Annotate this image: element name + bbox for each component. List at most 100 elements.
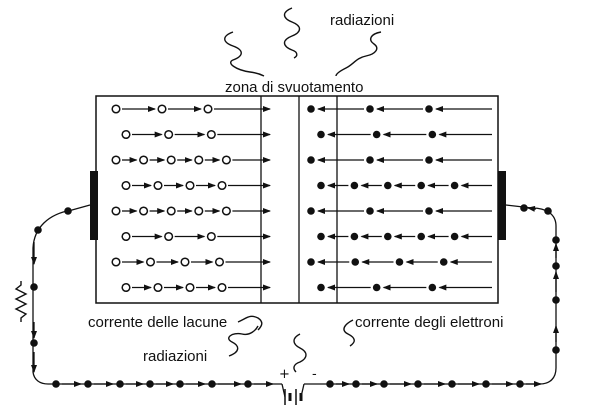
electron-icon — [450, 232, 459, 241]
hole-icon — [221, 155, 231, 165]
electron-icon — [317, 232, 325, 241]
electron-icon — [307, 207, 315, 215]
electron-icon — [552, 346, 560, 354]
electron-icon — [384, 232, 392, 241]
hole-icon — [111, 206, 121, 216]
electron-icon — [520, 204, 528, 212]
electron-icon — [552, 262, 560, 270]
electron-icon — [351, 258, 360, 266]
hole-icon — [111, 257, 121, 267]
electron-icon — [30, 283, 38, 291]
electron-icon — [366, 156, 374, 164]
carrier-row — [111, 155, 492, 165]
radiation-wave-icon — [228, 325, 259, 357]
electron-current-label: corrente degli elettroni — [355, 314, 503, 331]
circuit-wire — [32, 204, 557, 385]
electron-icon — [384, 181, 392, 190]
hole-icon — [221, 206, 231, 216]
electron-icon — [34, 226, 42, 234]
electron-icon — [425, 105, 433, 113]
electron-icon — [146, 380, 154, 388]
top-radiation-label: radiazioni — [330, 12, 394, 29]
hole-icon — [166, 206, 176, 216]
hole-icon — [164, 231, 174, 242]
arrow-icon — [527, 205, 537, 212]
external-circuit — [30, 204, 560, 398]
radiation-wave-icon — [283, 7, 301, 59]
electron-icon — [372, 283, 381, 292]
electron-current-pointer-wave — [343, 319, 355, 347]
radiation-wave-icon — [335, 31, 382, 77]
hole-icon — [153, 282, 163, 293]
depletion-zone-label: zona di svuotamento — [225, 79, 363, 96]
hole-icon — [180, 257, 190, 267]
electron-icon — [428, 283, 437, 292]
electron-icon — [317, 130, 325, 139]
electron-icon — [116, 380, 124, 388]
electron-icon — [425, 156, 433, 164]
charge-carrier-rows — [111, 104, 492, 293]
electron-icon — [176, 380, 184, 388]
electron-icon — [425, 207, 433, 215]
resistor-icon — [14, 281, 28, 322]
hole-current-label: corrente delle lacune — [88, 314, 227, 331]
electron-icon — [307, 258, 315, 266]
bottom-radiation-label: radiazioni — [143, 348, 207, 365]
hole-icon — [121, 129, 131, 140]
left-electrode — [90, 171, 98, 240]
electron-icon — [244, 380, 252, 388]
electron-icon — [395, 258, 404, 266]
carrier-row — [111, 104, 492, 114]
hole-icon — [194, 206, 204, 216]
carrier-row — [121, 180, 492, 191]
battery-minus-sign: - — [312, 367, 317, 382]
electron-icon — [428, 130, 437, 139]
electron-icon — [307, 156, 315, 164]
carrier-row — [121, 282, 492, 293]
electron-icon — [417, 232, 426, 241]
electron-icon — [208, 380, 216, 388]
hole-icon — [203, 104, 213, 114]
hole-icon — [145, 257, 156, 267]
carrier-row — [111, 206, 492, 216]
hole-icon — [157, 104, 167, 114]
semiconductor-block — [95, 95, 499, 304]
hole-icon — [206, 129, 216, 140]
electron-icon — [366, 207, 374, 215]
electron-icon — [52, 380, 60, 388]
electron-icon — [544, 207, 552, 215]
hole-icon — [217, 282, 227, 293]
hole-icon — [153, 180, 163, 191]
battery-plus-sign: + — [279, 367, 290, 382]
hole-icon — [121, 180, 131, 191]
electron-icon — [516, 380, 524, 388]
electron-icon — [450, 181, 459, 190]
radiation-wave-icon — [293, 333, 307, 373]
hole-icon — [139, 206, 149, 216]
electron-icon — [380, 380, 388, 388]
electron-icon — [350, 181, 359, 190]
hole-icon — [217, 180, 227, 191]
carrier-row — [121, 129, 492, 140]
carrier-row — [121, 231, 492, 242]
hole-icon — [194, 155, 204, 165]
hole-icon — [111, 104, 121, 114]
hole-icon — [206, 231, 216, 242]
hole-icon — [111, 155, 121, 165]
electron-icon — [317, 283, 325, 292]
electron-icon — [414, 380, 422, 388]
hole-icon — [214, 257, 225, 267]
electron-icon — [352, 380, 360, 388]
hole-icon — [185, 180, 195, 191]
electron-icon — [366, 105, 374, 113]
electron-icon — [84, 380, 92, 388]
electron-icon — [552, 236, 560, 244]
electron-icon — [372, 130, 381, 139]
electron-icon — [307, 105, 315, 113]
hole-icon — [164, 129, 174, 140]
electron-icon — [439, 258, 448, 266]
hole-icon — [121, 231, 131, 242]
hole-current-pointer-wave — [237, 315, 263, 331]
electron-icon — [448, 380, 456, 388]
